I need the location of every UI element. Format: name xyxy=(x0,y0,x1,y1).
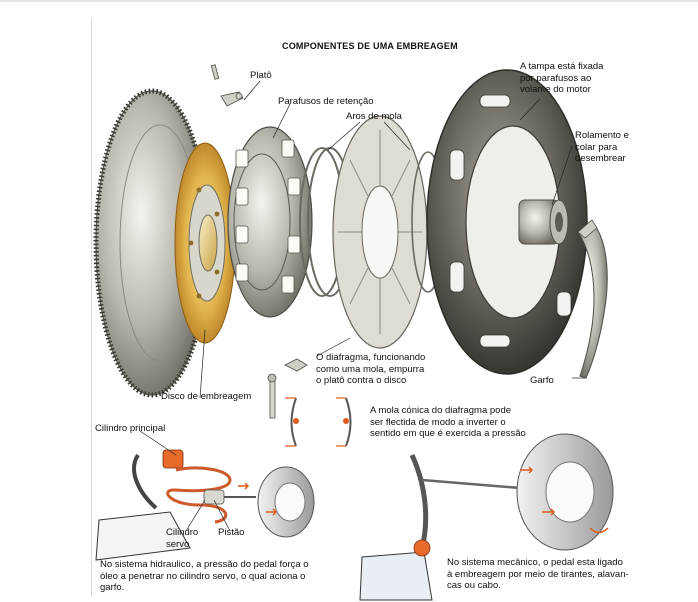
retaining-screws xyxy=(210,64,244,107)
mechanical-system xyxy=(359,433,614,601)
label-plato: Platô xyxy=(250,70,272,81)
left-divider xyxy=(91,18,92,596)
label-clutch-disc: Disco de embreagem xyxy=(161,391,252,402)
label-release-bearing: Rolamento e colar para desembrear xyxy=(575,130,629,164)
caption-hydraulic: No sistema hidraulico, a pressão do peda… xyxy=(100,559,309,593)
release-bearing xyxy=(518,199,569,245)
label-diaphragm: O diafragma, funcionando como uma mola, … xyxy=(316,352,426,386)
top-border xyxy=(0,0,698,2)
clutch-cover xyxy=(426,69,588,375)
label-master-cylinder: Cilindro principal xyxy=(95,423,166,434)
label-cover: A tampa está fixada por parafusos ao vol… xyxy=(520,61,604,95)
pressure-plate xyxy=(227,126,313,318)
pivot-parts xyxy=(267,358,308,419)
clutch-disc xyxy=(174,142,236,344)
diaphragm-spring xyxy=(332,115,428,349)
label-retaining-screws: Parafusos de retenção xyxy=(278,96,374,107)
label-spring-rings: Aros de mola xyxy=(346,111,402,122)
cone-spring-diagram xyxy=(285,397,352,447)
label-slave-cylinder: Cilindro servo xyxy=(166,527,199,550)
hydraulic-system xyxy=(95,449,315,561)
label-piston: Pistão xyxy=(218,527,245,538)
diagram-title: COMPONENTES DE UMA EMBREAGEM xyxy=(282,41,458,51)
label-fork: Garfo xyxy=(530,375,554,386)
caption-mechanical: No sistema mecânico, o pedal esta ligado… xyxy=(447,557,629,591)
label-cone-spring: A mola cónica do diafragma pode ser flec… xyxy=(370,405,526,439)
leader-lines xyxy=(139,80,586,532)
